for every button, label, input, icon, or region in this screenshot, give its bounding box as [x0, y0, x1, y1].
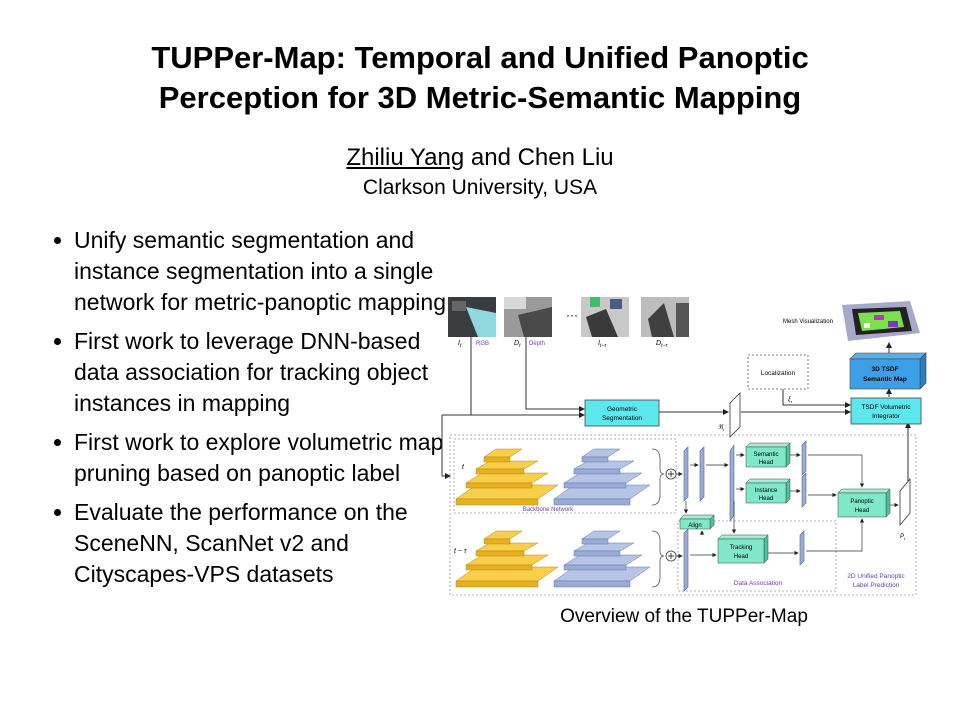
- rgb-label: RGB: [476, 341, 489, 347]
- presenting-author: Zhiliu Yang: [346, 144, 465, 171]
- semantic-head-label-2: Head: [759, 460, 773, 466]
- instance-head-label-1: Instance: [755, 488, 778, 494]
- sum-icon-t-minus-tau: [665, 550, 677, 562]
- depth-label: Depth: [529, 341, 545, 347]
- geometric-segmentation-label-1: Geometric: [607, 406, 638, 413]
- title-line-1: TUPPer-Map: Temporal and Unified Panopti…: [151, 40, 809, 75]
- network-connectors: [676, 452, 899, 559]
- geometric-segmentation-label-2: Segmentation: [602, 415, 642, 422]
- time-t-label: t: [462, 464, 465, 471]
- depth-frame-t-minus-tau: [641, 297, 689, 337]
- panoptic-symbol: Pt: [900, 534, 906, 541]
- figure-caption: Overview of the TUPPer-Map: [560, 606, 808, 627]
- bullet-item: Unify semantic segmentation and instance…: [52, 225, 452, 318]
- feature-maps: [683, 440, 807, 592]
- semantic-head-label-1: Semantic: [753, 452, 778, 458]
- tsdf-map-label-1: 3D TSDF: [871, 366, 898, 373]
- tsdf-semantic-map-box: [849, 352, 927, 390]
- backbone-pyramid-t: [455, 448, 651, 506]
- align-box: [679, 514, 715, 530]
- data-association-label: Data Association: [734, 580, 783, 587]
- fpn-brackets: [651, 448, 665, 588]
- tracking-head-label-1: Tracking: [730, 545, 753, 551]
- depth-frame-t: [504, 297, 552, 337]
- sum-icon-t: [665, 468, 677, 480]
- instance-head-box: [745, 478, 791, 504]
- panoptic-output-plane: [899, 477, 911, 527]
- slide-title: TUPPer-Map: Temporal and Unified Panopti…: [0, 38, 960, 118]
- tracking-head-box: [717, 534, 769, 564]
- prev-rgb-symbol: It−τ: [598, 340, 607, 349]
- integrator-label-2: Integrator: [872, 413, 901, 420]
- bullet-text: Evaluate the performance on the SceneNN,…: [74, 499, 408, 587]
- geometric-segmentation-box: [584, 399, 660, 427]
- co-author: and Chen Liu: [464, 144, 614, 171]
- bullet-text: First work to leverage DNN-based data as…: [74, 328, 429, 416]
- affiliation: Clarkson University, USA: [362, 176, 598, 199]
- integrator-label-1: TSDF Volumetric: [861, 404, 911, 411]
- bullet-text: First work to explore volumetric map pru…: [74, 429, 444, 486]
- tsdf-integrator-box: [850, 397, 922, 425]
- backbone-label: Backbone Network: [523, 507, 574, 513]
- panoptic-head-box: [837, 488, 891, 518]
- unified-prediction-label-1: 2D Unified Panoptic: [847, 573, 905, 580]
- rgb-symbol: It: [458, 340, 462, 349]
- architecture-diagram: ··· It RGB Dt Depth It−τ Dt−τ Geometric …: [441, 297, 927, 596]
- align-label: Align: [688, 523, 701, 529]
- bullet-item: First work to explore volumetric map pru…: [52, 427, 452, 489]
- ellipsis: ···: [566, 308, 578, 322]
- bullet-item: First work to leverage DNN-based data as…: [52, 326, 452, 419]
- bullet-dot-icon: [54, 338, 61, 345]
- overview-figure: ··· It RGB Dt Depth It−τ Dt−τ Geometric …: [438, 293, 930, 599]
- bullet-list: Unify semantic segmentation and instance…: [52, 225, 452, 598]
- segment-plane: [729, 392, 741, 438]
- prev-depth-symbol: Dt−τ: [656, 340, 668, 349]
- panoptic-head-label-1: Panoptic: [850, 499, 873, 505]
- mesh-visualization-image: [842, 301, 920, 341]
- rgb-frame-t: [448, 297, 496, 337]
- depth-symbol: Dt: [514, 340, 521, 349]
- bullet-text: Unify semantic segmentation and instance…: [74, 227, 446, 315]
- pose-symbol: ξt: [788, 397, 793, 404]
- backbone-pyramid-t-minus-tau: [455, 530, 651, 588]
- rgb-frame-t-minus-tau: [581, 297, 629, 337]
- instance-head-label-2: Head: [759, 496, 773, 502]
- time-t-minus-tau-label: t − τ: [454, 548, 467, 555]
- mesh-visualization-label: Mesh Visualization: [783, 319, 833, 325]
- segment-symbol: ℜt: [718, 424, 725, 432]
- title-line-2: Perception for 3D Metric-Semantic Mappin…: [158, 80, 802, 115]
- bullet-item: Evaluate the performance on the SceneNN,…: [52, 497, 452, 590]
- localization-box: [747, 354, 809, 390]
- tsdf-map-label-2: Semantic Map: [863, 376, 907, 383]
- bullet-dot-icon: [54, 237, 61, 244]
- bullet-dot-icon: [54, 439, 61, 446]
- semantic-head-box: [745, 442, 791, 468]
- authors: Zhiliu Yang and Chen Liu: [0, 143, 960, 173]
- panoptic-head-label-2: Head: [855, 508, 869, 514]
- tracking-head-label-2: Head: [734, 554, 748, 560]
- unified-prediction-label-2: Label Prediction: [853, 582, 900, 589]
- bullet-dot-icon: [54, 509, 61, 516]
- network-outer-frame: [449, 434, 917, 596]
- localization-label: Localization: [761, 370, 796, 377]
